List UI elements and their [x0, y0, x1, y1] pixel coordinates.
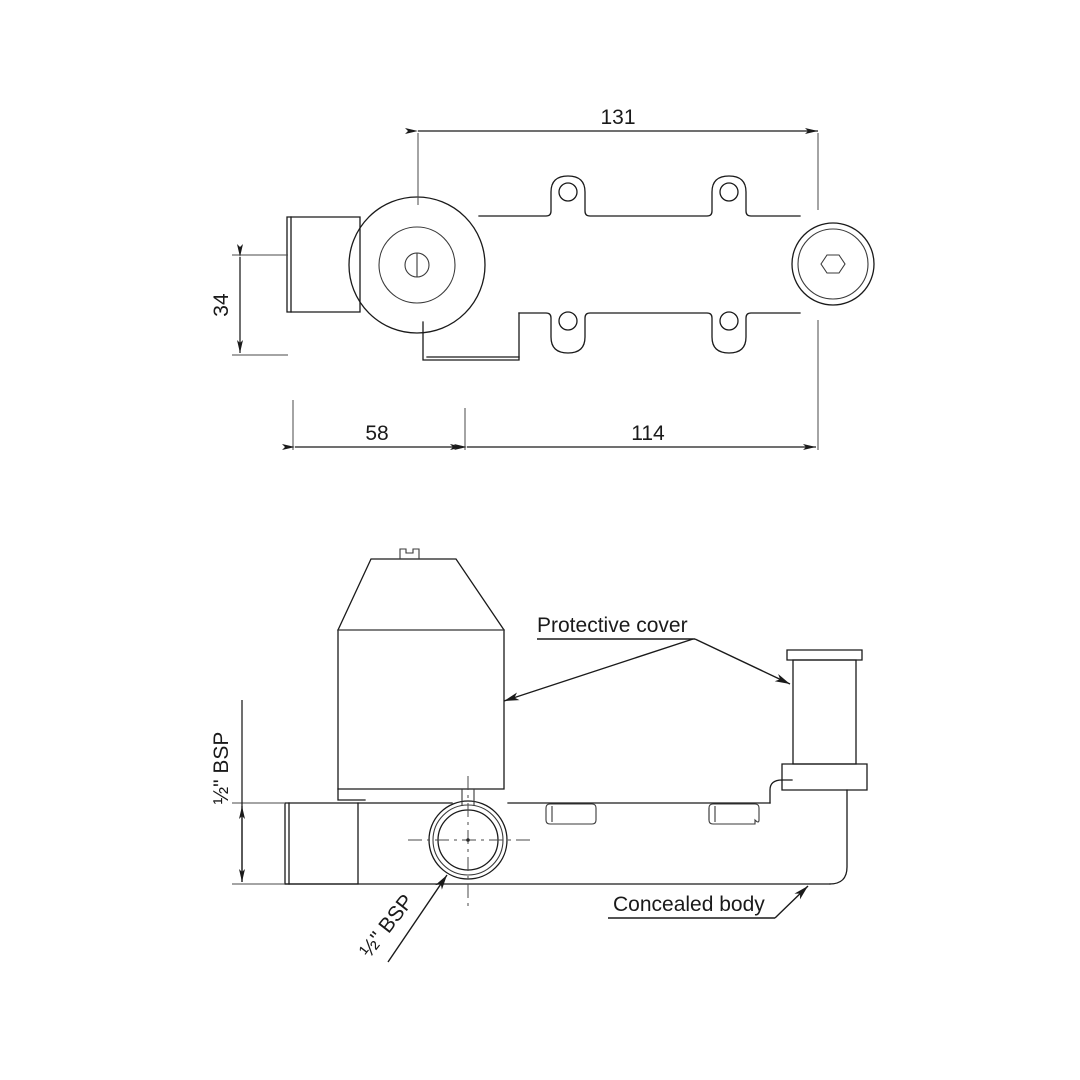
protective-cover-label: Protective cover	[537, 614, 688, 637]
left-inlet-spigot-plan	[286, 216, 361, 313]
concealed-body-label: Concealed body	[613, 893, 765, 916]
riser-protective-cover	[786, 649, 863, 765]
dim-58-text: 58	[365, 422, 388, 445]
control-knob-plan	[348, 196, 486, 334]
body-outline-plan	[422, 175, 801, 361]
hex-socket-cap-plan	[791, 222, 875, 306]
protective-cover-cap	[337, 548, 505, 790]
mounting-hole-top-right	[719, 182, 739, 202]
bsp-diagonal-label: ½" BSP	[355, 890, 418, 962]
plan-view-dimensions: 131 34 58 114	[210, 106, 819, 450]
riser-flange	[781, 763, 868, 791]
left-inlet-spigot-elevation	[284, 802, 359, 885]
plan-view-geometry	[286, 175, 875, 361]
dim-34-text: 34	[210, 293, 233, 317]
mounting-hole-bottom-left	[558, 311, 578, 331]
dim-131-text: 131	[600, 106, 635, 129]
body-slot-left	[545, 803, 597, 825]
bsp-vertical-label: ½" BSP	[210, 732, 233, 805]
mounting-hole-top-left	[558, 182, 578, 202]
cover-notch	[399, 548, 420, 559]
center-outlet-port	[408, 776, 530, 908]
elevation-view-geometry	[284, 548, 868, 908]
mounting-hole-bottom-right	[719, 311, 739, 331]
elevation-view-annotations: ½" BSP Protective cover Concealed body ½…	[210, 614, 809, 963]
body-slot-right	[708, 803, 760, 825]
dim-114-text: 114	[631, 422, 665, 445]
